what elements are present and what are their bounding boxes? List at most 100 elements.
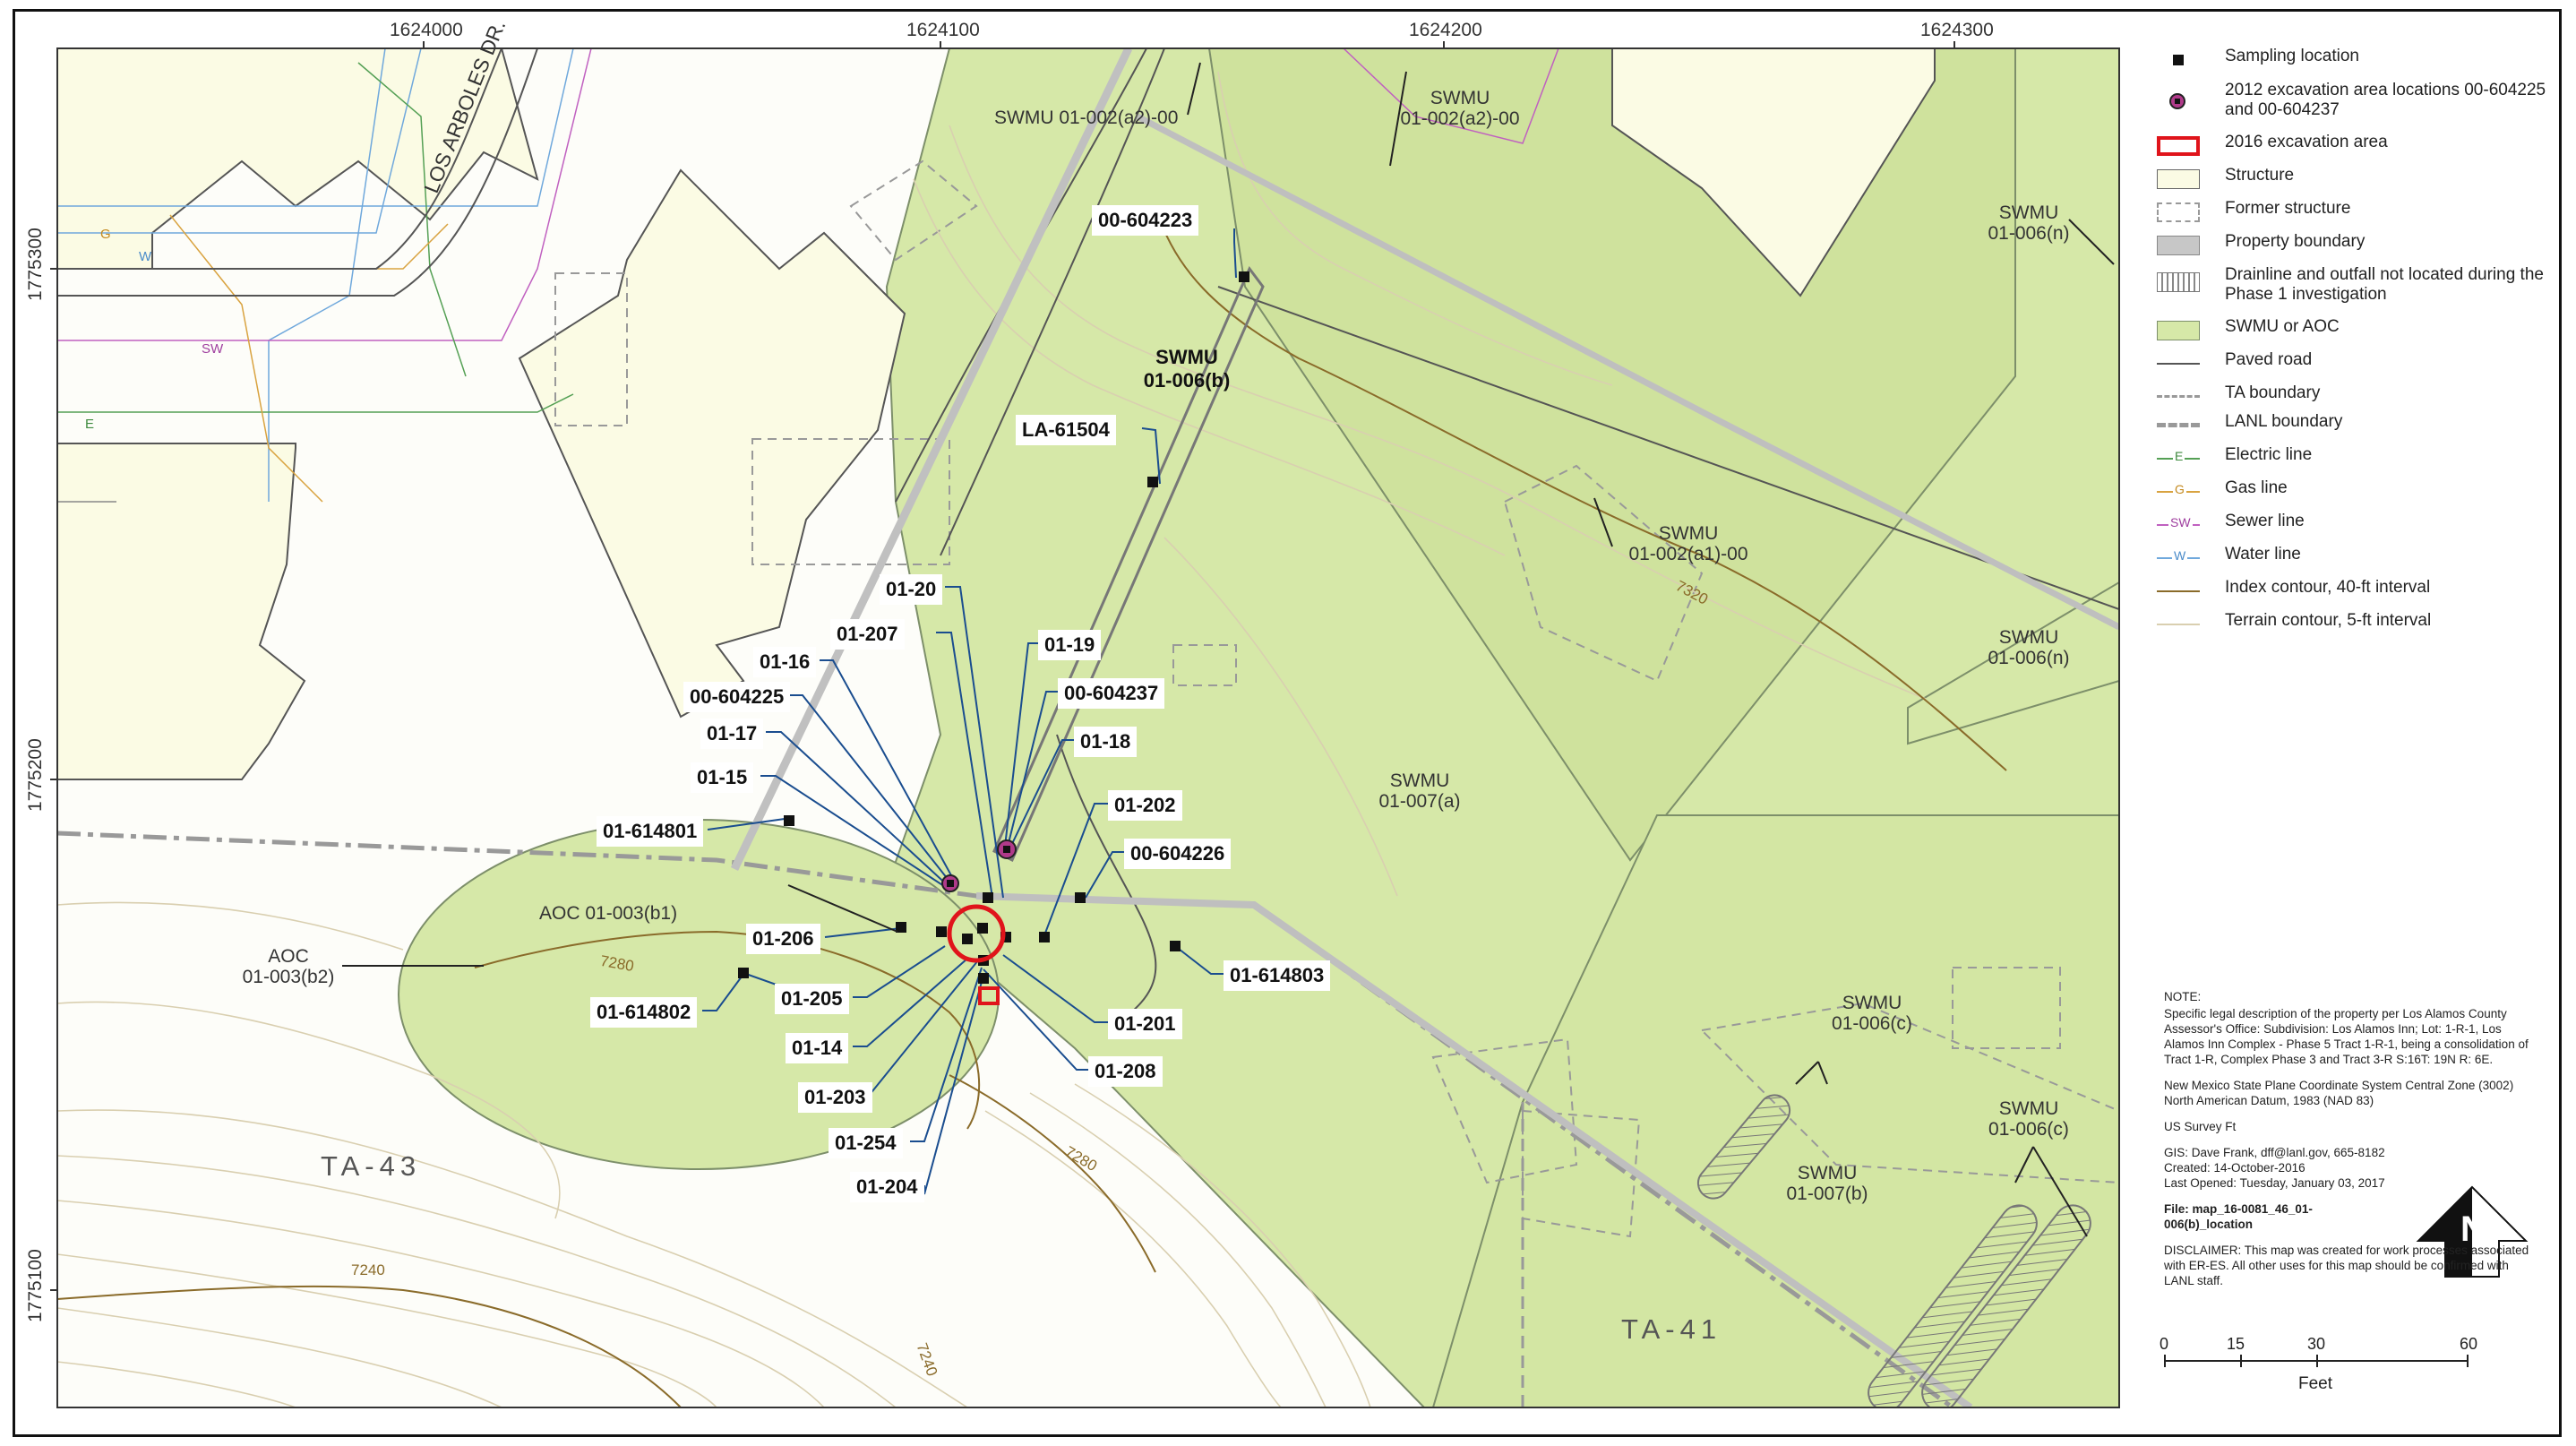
northing-label: 1775100 xyxy=(25,1249,46,1322)
last-opened-date: Last Opened: Tuesday, January 03, 2017 xyxy=(2164,1176,2385,1190)
sample-label: 01-14 xyxy=(786,1034,848,1063)
sample-label: 01-20 xyxy=(880,575,942,604)
sample-label: 01-19 xyxy=(1039,631,1101,659)
sample-label: 01-614801 xyxy=(597,817,703,846)
property-boundary-icon xyxy=(2157,236,2200,255)
sample-label: 01-614803 xyxy=(1224,961,1330,990)
scale-unit: Feet xyxy=(2298,1374,2333,1393)
structure-west xyxy=(57,443,306,780)
map-notes: NOTE: Specific legal description of the … xyxy=(2164,989,2531,1299)
sample-point xyxy=(1147,477,1158,487)
sample-point xyxy=(1239,271,1249,282)
easting-label: 1624000 xyxy=(390,20,463,40)
sample-label: LA-61504 xyxy=(1017,416,1115,444)
sample-label: 01-18 xyxy=(1075,727,1137,756)
easting-label: 1624100 xyxy=(906,20,980,40)
legend-row: Index contour, 40-ft interval xyxy=(2153,576,2547,607)
projection-text: New Mexico State Plane Coordinate System… xyxy=(2164,1079,2514,1107)
north-arrow xyxy=(2416,1185,2529,1278)
sample-label: 01-254 xyxy=(829,1129,902,1158)
paved-road-icon xyxy=(2157,354,2200,374)
index-contour-icon xyxy=(2157,581,2200,601)
gis-contact: GIS: Dave Frank, dff@lanl.gov, 665-8182 xyxy=(2164,1146,2385,1159)
sample-label: 01-207 xyxy=(831,620,904,649)
former-structures xyxy=(554,159,2119,1238)
units-text: US Survey Ft xyxy=(2164,1120,2237,1133)
sample-point xyxy=(962,934,973,944)
water-line-code: W xyxy=(139,249,152,264)
terrain-contours xyxy=(57,71,1927,1407)
swmu-aoc-icon xyxy=(2157,321,2200,340)
legend-row: SW Sewer line xyxy=(2153,510,2547,540)
note-title: NOTE: xyxy=(2164,990,2202,1003)
ta-41-label: TA-41 xyxy=(1621,1313,1722,1345)
sample-point xyxy=(978,973,989,984)
created-date: Created: 14-October-2016 xyxy=(2164,1161,2306,1175)
aoc-label: AOC 01-003(b1) xyxy=(539,903,678,924)
drainline-icon xyxy=(2157,272,2200,292)
sample-label: 00-604226 xyxy=(1125,839,1231,868)
north-arrow-letter: N xyxy=(2460,1209,2486,1249)
sample-label: 01-204 xyxy=(851,1173,923,1201)
terrain-contour-icon xyxy=(2157,615,2200,634)
sample-label: 01-201 xyxy=(1109,1010,1181,1038)
sewer-line-icon: SW xyxy=(2157,515,2200,535)
legend-row: W Water line xyxy=(2153,543,2547,573)
sample-label: 01-17 xyxy=(701,719,763,748)
sample-label: 00-604223 xyxy=(1093,206,1198,235)
sample-point xyxy=(784,815,794,826)
gas-line-icon: G xyxy=(2157,482,2200,502)
legend-row: 2016 excavation area xyxy=(2153,131,2547,161)
structure-icon xyxy=(2157,169,2200,189)
electric-line-icon: E xyxy=(2157,449,2200,469)
excavation-2012-locations xyxy=(941,839,1017,892)
legend-row: LANL boundary xyxy=(2153,410,2547,441)
sample-point xyxy=(983,892,993,903)
excavation-2016-area xyxy=(947,904,1006,1005)
scale-tick: 60 xyxy=(2460,1335,2478,1353)
legend-row: Terrain contour, 5-ft interval xyxy=(2153,609,2547,640)
swmu-label: SWMU 01-002(a2)-00 xyxy=(994,108,1179,128)
former-structure-icon xyxy=(2157,202,2200,222)
contour-label: 7240 xyxy=(351,1261,385,1278)
sample-point xyxy=(1075,892,1086,903)
sampling-location-icon xyxy=(2157,50,2200,70)
sample-leaders xyxy=(702,228,1237,1195)
ta-boundary xyxy=(57,48,2119,1407)
sample-label: 01-205 xyxy=(776,985,848,1013)
legend-row: Sampling location xyxy=(2153,45,2547,75)
sample-label: 01-16 xyxy=(754,648,816,676)
easting-label: 1624300 xyxy=(1920,20,1994,40)
sample-label: 01-203 xyxy=(799,1083,872,1112)
structure-center xyxy=(518,168,906,719)
scale-tick: 15 xyxy=(2227,1335,2245,1353)
sample-point xyxy=(936,926,947,937)
northing-label: 1775300 xyxy=(25,228,46,301)
structure-northeast xyxy=(1611,48,1936,297)
structures xyxy=(57,48,1936,780)
water-line-icon: W xyxy=(2157,548,2200,568)
scale-bar: 0 15 30 60 Feet xyxy=(2160,1335,2486,1424)
northing-label: 1775200 xyxy=(25,738,46,812)
sample-point xyxy=(977,923,988,934)
sample-label: 01-15 xyxy=(691,763,753,792)
legend-row: Paved road xyxy=(2153,349,2547,379)
file-name: File: map_16-0081_46_01-006(b)_location xyxy=(2164,1202,2313,1231)
excavation-2016-icon xyxy=(2157,136,2200,156)
sample-label: 01-206 xyxy=(747,925,820,953)
lanl-boundary-icon xyxy=(2157,416,2200,435)
legend-row: Structure xyxy=(2153,164,2547,194)
legend-row: TA boundary xyxy=(2153,382,2547,412)
legend-row: SWMU or AOC xyxy=(2153,315,2547,346)
legend-row: Property boundary xyxy=(2153,230,2547,261)
aoc-01-003-b2-area xyxy=(398,819,1000,1170)
gas-line-code: G xyxy=(100,227,111,242)
sample-label: 00-604225 xyxy=(684,683,790,711)
sewer-line-code: SW xyxy=(202,341,224,357)
